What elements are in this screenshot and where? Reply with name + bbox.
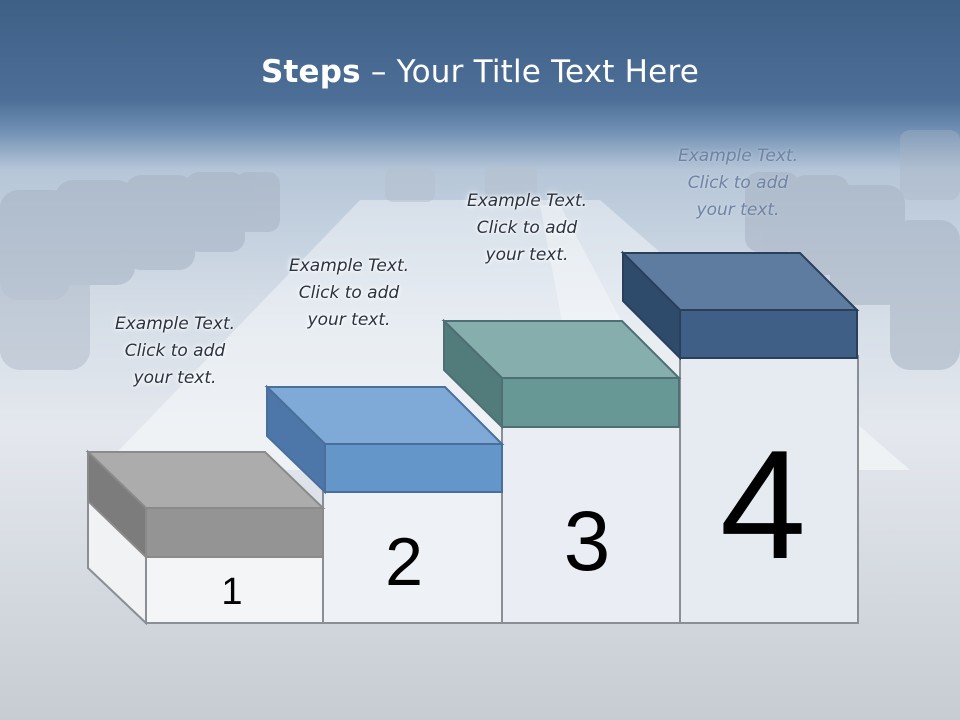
step-4-column	[679, 355, 859, 624]
caption-line: Click to add	[687, 173, 789, 193]
step-3-number: 3	[564, 494, 611, 588]
title-bold: Steps	[260, 54, 361, 90]
step-1-caption[interactable]: Example Text. Click to add your text.	[75, 311, 275, 392]
caption-line: Example Text.	[466, 191, 588, 211]
caption-line: your text.	[307, 310, 391, 330]
step-1-block[interactable]	[85, 449, 326, 560]
step-2-number: 2	[385, 524, 423, 600]
step-2-caption[interactable]: Example Text. Click to add your text.	[249, 253, 449, 334]
step-4-number: 4	[720, 418, 806, 591]
caption-line: Example Text.	[288, 256, 410, 276]
caption-line: your text.	[485, 245, 569, 265]
caption-line: Example Text.	[114, 314, 236, 334]
caption-line: Example Text.	[677, 146, 799, 166]
step-3-block[interactable]	[441, 318, 682, 430]
step-3-column	[501, 424, 681, 624]
step-4-caption[interactable]: Example Text. Click to add your text.	[638, 143, 838, 224]
caption-line: Click to add	[476, 218, 578, 238]
title-rest: – Your Title Text Here	[360, 54, 699, 90]
caption-line: your text.	[696, 200, 780, 220]
step-3-caption[interactable]: Example Text. Click to add your text.	[427, 188, 627, 269]
caption-line: your text.	[133, 368, 217, 388]
step-1-number: 1	[221, 571, 242, 613]
step-4-block[interactable]	[620, 250, 860, 361]
slide-title[interactable]: Steps – Your Title Text Here	[0, 54, 960, 90]
step-2-block[interactable]	[264, 384, 505, 495]
caption-line: Click to add	[298, 283, 400, 303]
caption-line: Click to add	[124, 341, 226, 361]
